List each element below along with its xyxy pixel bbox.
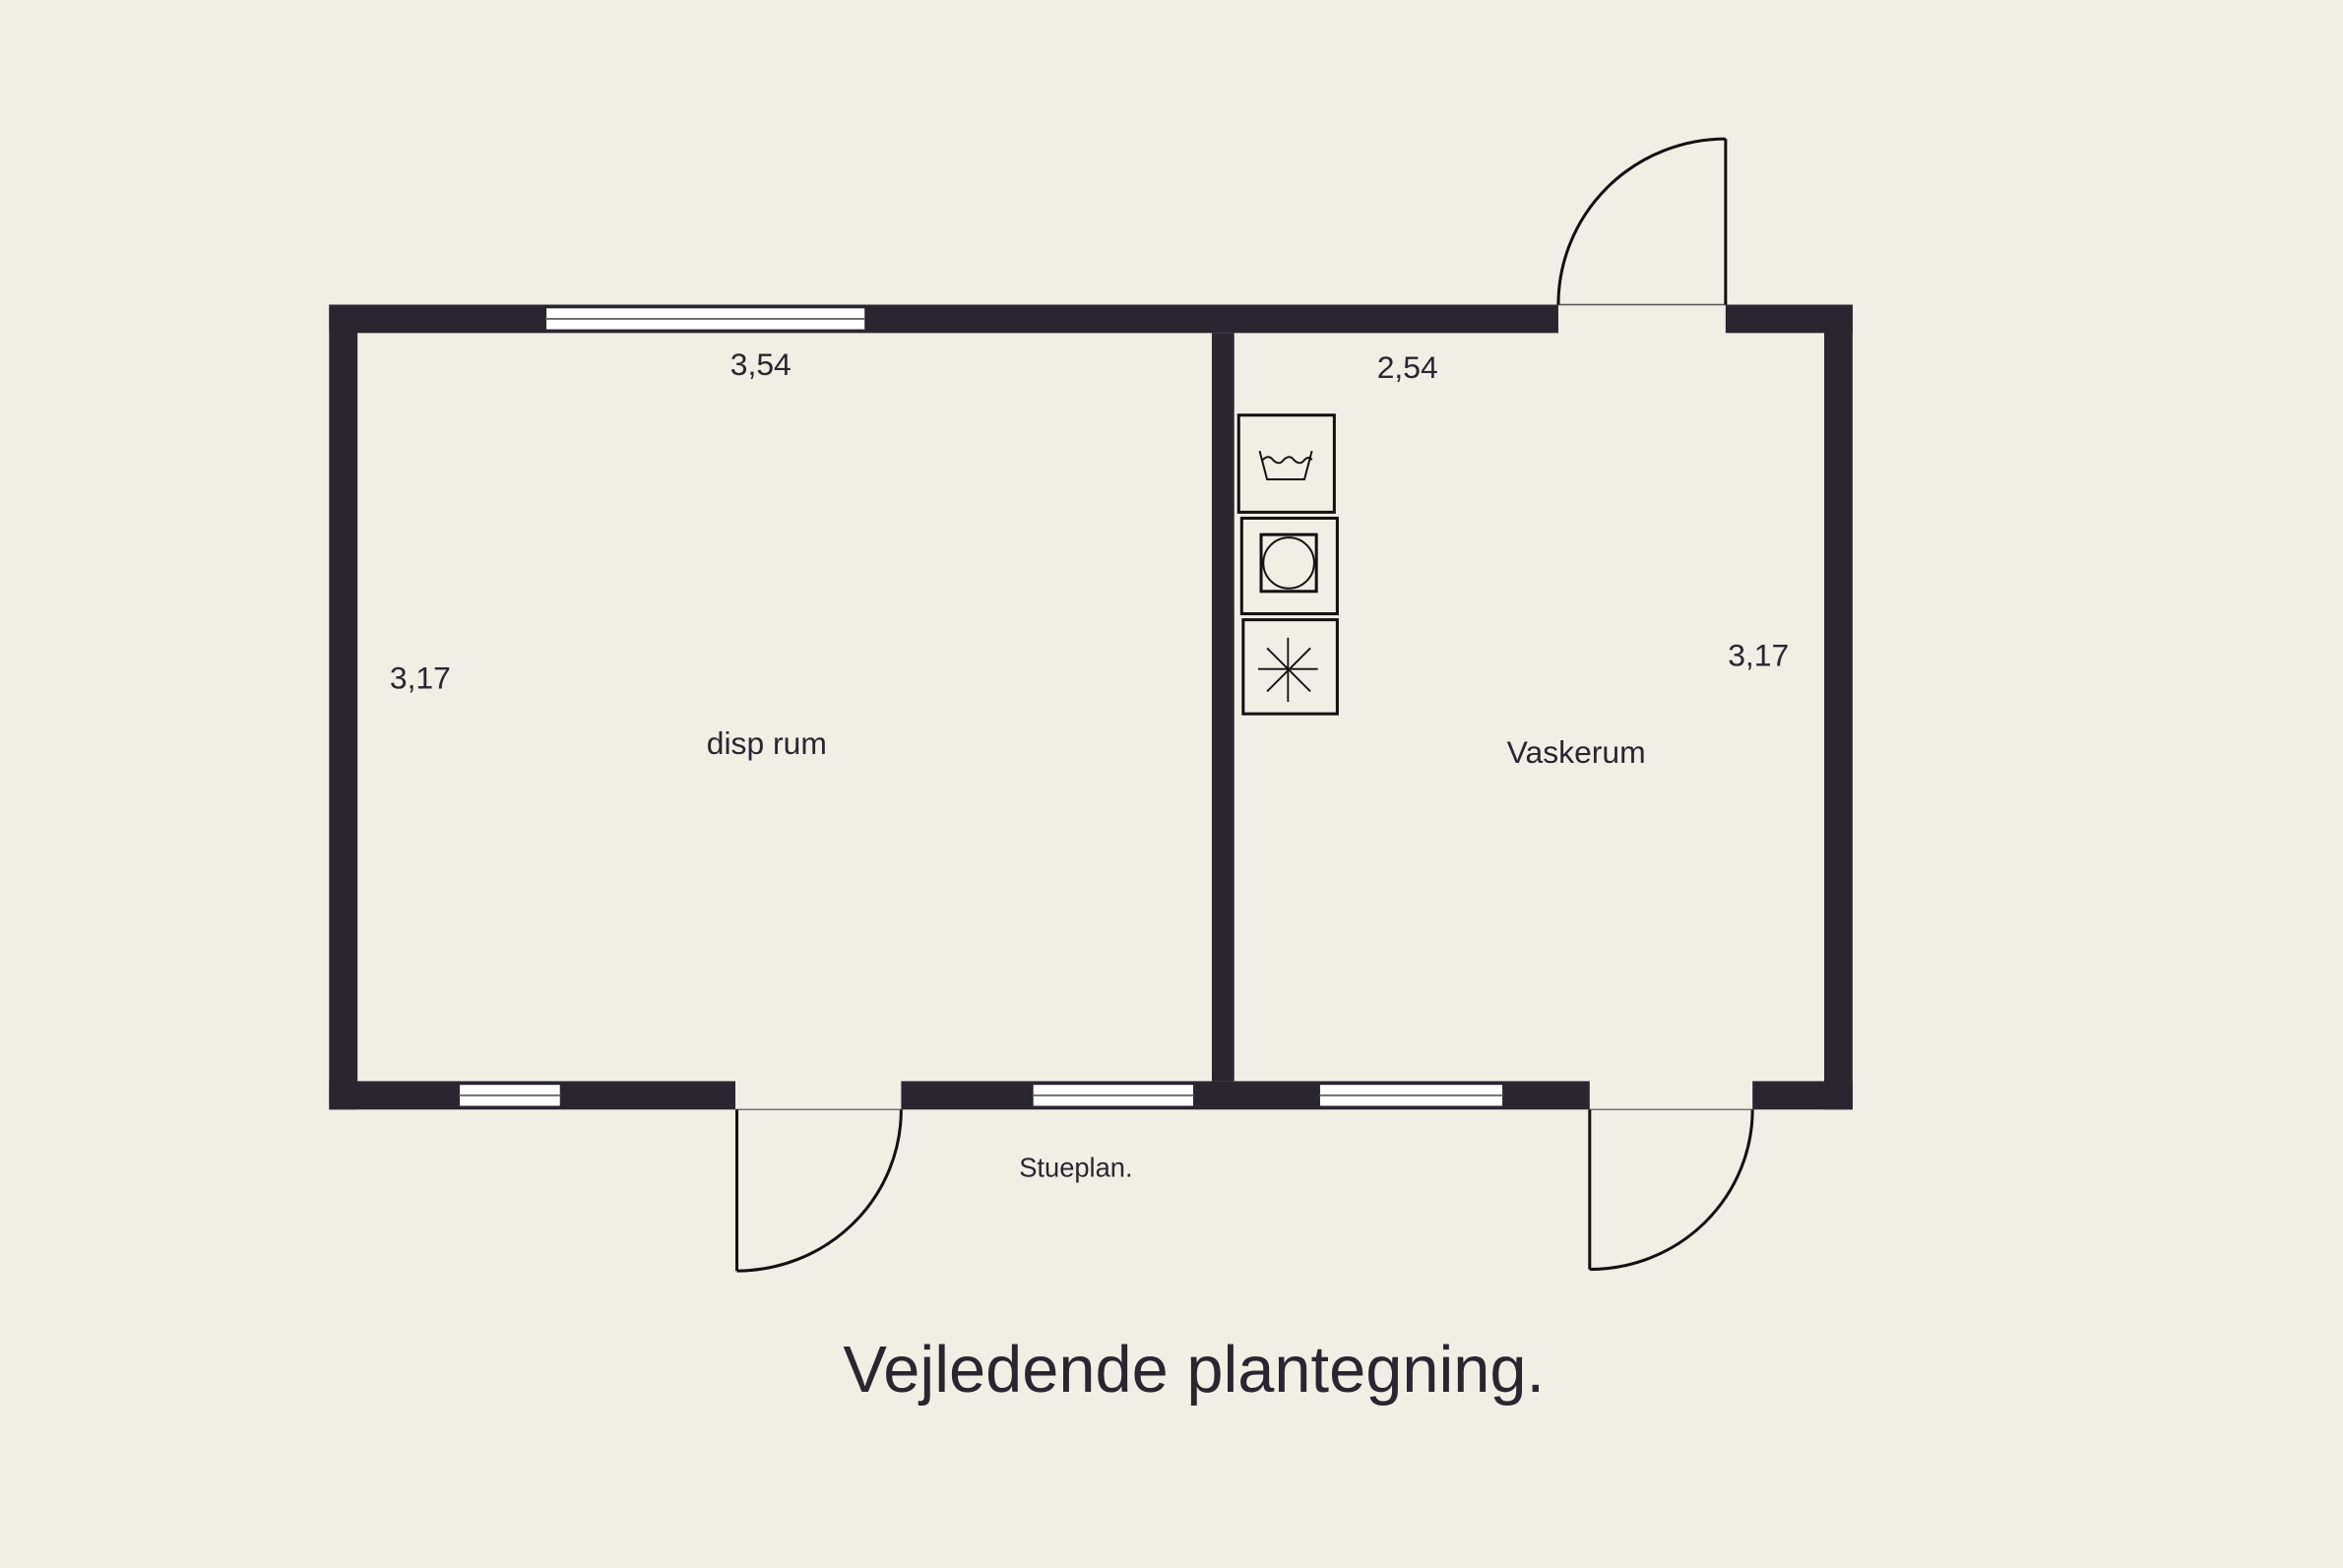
window-bottom-1 <box>458 1083 562 1107</box>
room-2-name: Vaskerum <box>1507 734 1646 770</box>
room-1-name: disp rum <box>707 725 827 761</box>
walls <box>329 304 1853 1110</box>
window-bottom-3 <box>1318 1083 1504 1107</box>
plan-title: Vejledende plantegning. <box>843 1334 1545 1407</box>
bottom-wall-3 <box>1752 1081 1853 1110</box>
room-2-depth-label: 3,17 <box>1728 638 1789 673</box>
room-2-width-label: 2,54 <box>1377 349 1438 385</box>
door-bottom-left <box>734 1108 903 1273</box>
washing-machine-icon <box>1239 516 1339 616</box>
interior-wall <box>1211 333 1235 1082</box>
room-1-depth-label: 3,17 <box>390 659 451 695</box>
window-top <box>544 306 866 332</box>
door-top <box>1556 137 1728 306</box>
door-bottom-right <box>1588 1108 1754 1272</box>
left-wall <box>329 304 358 1110</box>
windows <box>458 306 1504 1107</box>
right-wall <box>1823 304 1853 1110</box>
floor-label: Stueplan. <box>1019 1153 1132 1183</box>
room-1-width-label: 3,54 <box>730 346 792 382</box>
top-wall-left <box>329 304 1558 334</box>
sink-icon <box>1236 413 1336 514</box>
dryer-icon <box>1241 618 1339 716</box>
window-bottom-2 <box>1032 1083 1195 1107</box>
